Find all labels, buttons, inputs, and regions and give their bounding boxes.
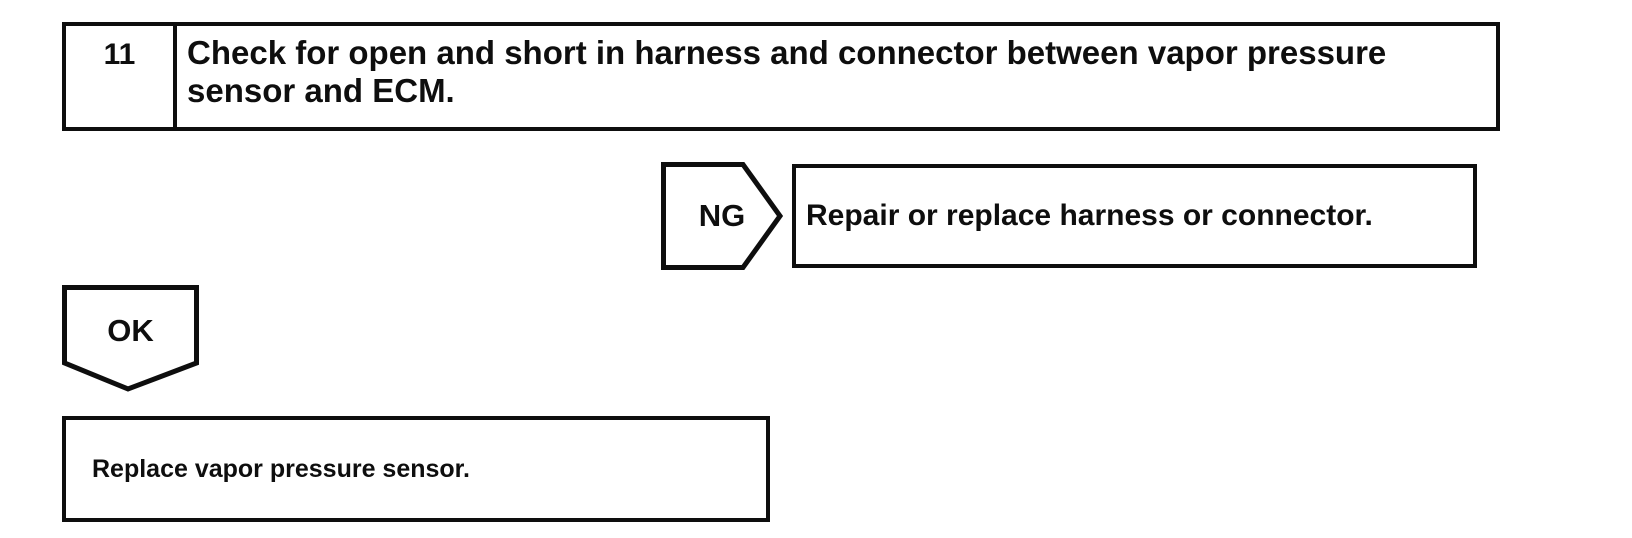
ok-pentagon-shape — [62, 285, 199, 392]
step-instruction: Check for open and short in harness and … — [187, 34, 1387, 109]
ng-label: NG — [698, 198, 746, 233]
ok-action-text: Replace vapor pressure sensor. — [92, 454, 470, 483]
ng-action-box: Repair or replace harness or connector. — [792, 164, 1477, 268]
ok-connector: OK — [62, 285, 199, 392]
step-box: 11 Check for open and short in harness a… — [62, 22, 1500, 131]
ng-action-text: Repair or replace harness or connector. — [806, 199, 1373, 232]
ng-connector: NG — [661, 162, 783, 270]
ok-action-box: Replace vapor pressure sensor. — [62, 416, 770, 522]
ok-label: OK — [107, 312, 154, 348]
ng-pentagon-shape — [661, 162, 783, 270]
step-number: 11 — [66, 26, 177, 127]
